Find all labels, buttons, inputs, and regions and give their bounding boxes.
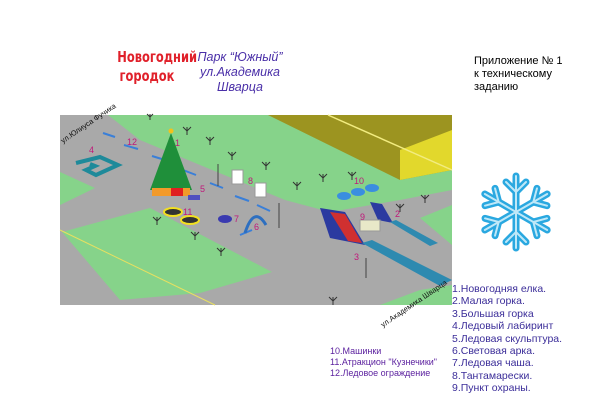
ice-sculpture bbox=[188, 195, 200, 200]
marker-7: 7 bbox=[234, 214, 239, 224]
legend-item: 3.Большая горка bbox=[452, 307, 534, 320]
legend-item: 5.Ледовая скульптура. bbox=[452, 332, 563, 345]
snowflake-highlight bbox=[478, 175, 554, 249]
marker-3: 3 bbox=[354, 252, 359, 262]
legend-item: 10.Машинки bbox=[330, 346, 382, 356]
grass-bottom-left bbox=[62, 208, 272, 300]
legend-extra: 10.Машинки 11.Атракцион "Кузнечики" 12.Л… bbox=[330, 346, 437, 379]
legend-item: 1.Новогодняя елка. bbox=[452, 283, 547, 295]
marker-9: 9 bbox=[360, 212, 365, 222]
legend-item: 7.Ледовая чаша. bbox=[452, 357, 534, 370]
appendix-line-1: Приложение № 1 bbox=[474, 55, 563, 67]
legend-item: 4.Ледовый лабиринт bbox=[452, 320, 554, 333]
christmas-tree bbox=[150, 133, 192, 190]
building-edge bbox=[327, 114, 453, 171]
building-front bbox=[400, 130, 452, 180]
light-arch bbox=[243, 215, 268, 234]
ice-bowl bbox=[218, 215, 232, 223]
marker-11: 11 bbox=[183, 207, 192, 217]
road-line bbox=[59, 229, 216, 306]
tree-base-red bbox=[171, 188, 183, 196]
park-line-1: Парк “Южный” bbox=[197, 50, 283, 64]
big-slide-lane bbox=[330, 212, 362, 243]
park-line-3: Шварца bbox=[217, 80, 263, 94]
legend: 1.Новогодняя елка. 2.Малая горка. 3.Боль… bbox=[452, 283, 562, 395]
legend-item: 9.Пункт охраны. bbox=[452, 382, 531, 395]
small-slide bbox=[370, 202, 393, 223]
appendix-line-2: к техническому bbox=[474, 68, 552, 80]
marker-5: 5 bbox=[200, 184, 205, 194]
appendix-line-3: заданию bbox=[474, 81, 519, 93]
marker-10: 10 bbox=[354, 176, 364, 186]
trees bbox=[146, 113, 430, 305]
legend-item: 11.Атракцион "Кузнечики" bbox=[330, 357, 437, 367]
marker-8: 8 bbox=[248, 176, 253, 186]
grass-right bbox=[420, 205, 452, 245]
guard-post bbox=[359, 219, 381, 232]
title-line-2: городок bbox=[119, 67, 175, 85]
marker-1: 1 bbox=[175, 138, 180, 148]
grass-left bbox=[60, 172, 95, 205]
park-line-2: ул.Академика bbox=[200, 65, 280, 79]
tree-star-icon bbox=[168, 128, 174, 134]
tantamareska bbox=[254, 182, 267, 198]
appendix-note: Приложение № 1 к техническому заданию bbox=[474, 55, 563, 94]
trampoline bbox=[180, 215, 200, 225]
trampoline bbox=[163, 207, 183, 217]
big-slide-track bbox=[362, 240, 452, 286]
ice-fence bbox=[102, 132, 271, 236]
marker-12: 12 bbox=[127, 137, 137, 147]
small-slide-track bbox=[390, 220, 438, 246]
legend-item: 6.Световая арка. bbox=[452, 345, 535, 358]
park-address: Парк “Южный” ул.Академика Шварца bbox=[190, 50, 290, 95]
marker-4: 4 bbox=[89, 145, 94, 155]
kids-cars bbox=[337, 184, 379, 200]
legend-item: 2.Малая горка. bbox=[452, 295, 525, 308]
legend-item: 8.Тантамарески. bbox=[452, 369, 533, 382]
legend-item: 12.Ледовое ограждение bbox=[330, 368, 431, 378]
ice-maze bbox=[75, 154, 123, 178]
marker-2: 2 bbox=[395, 209, 400, 219]
marker-6: 6 bbox=[254, 222, 259, 232]
grass-bottom-right bbox=[380, 285, 452, 305]
tantamareska bbox=[231, 169, 244, 185]
